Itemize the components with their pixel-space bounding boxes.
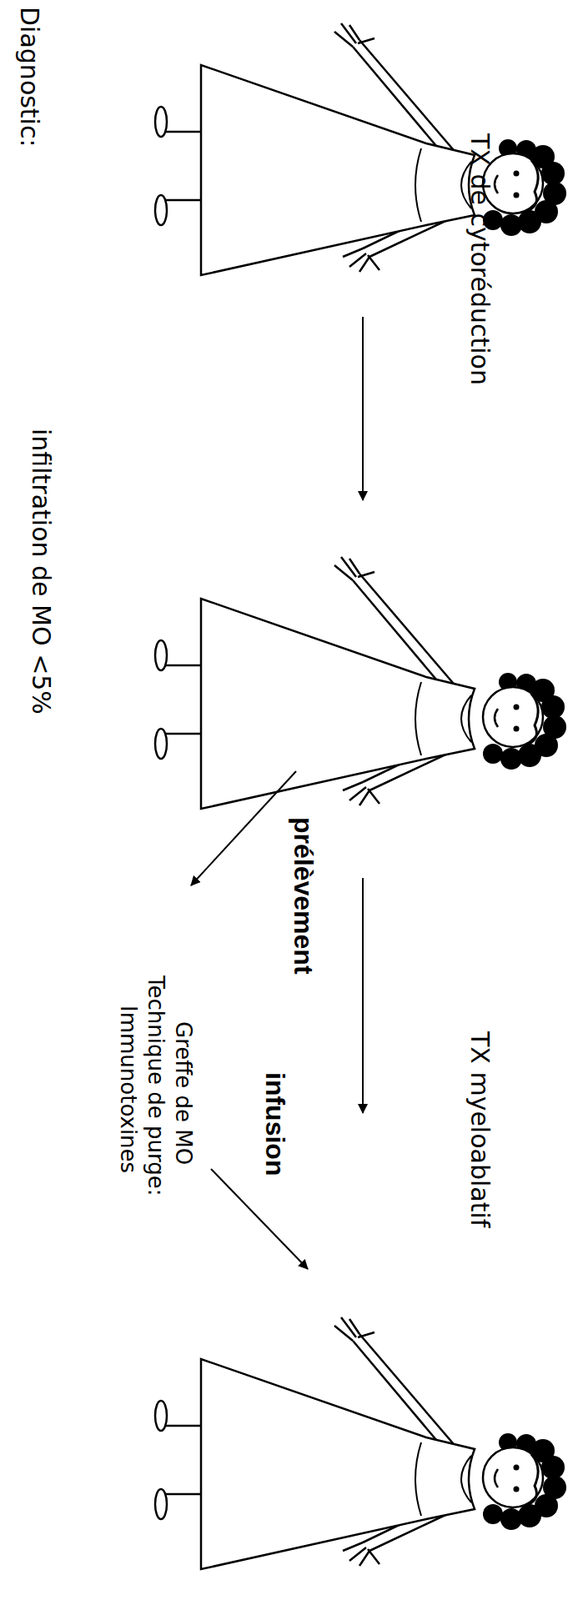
patient-figure xyxy=(155,557,567,810)
step-label: prélèvement xyxy=(288,817,319,976)
arrow xyxy=(191,771,297,886)
diagnosis-label: Diagnostic: xyxy=(14,6,45,148)
arrow xyxy=(361,316,364,501)
note-label: Immunotoxines xyxy=(115,1005,141,1174)
arrow xyxy=(361,878,364,1114)
treatment-label: TX de cytoréduction xyxy=(464,133,495,386)
diagnosis-note: infiltration de MO <5% xyxy=(25,428,56,715)
step-label: infusion xyxy=(260,1072,291,1177)
arrow xyxy=(211,1169,308,1270)
patient-figure xyxy=(155,1317,567,1570)
patient-figure xyxy=(155,23,567,276)
note-label: Technique de purge: xyxy=(143,975,169,1197)
treatment-label: TX myeloablatif xyxy=(464,1031,495,1228)
note-label: Greffe de MO xyxy=(170,1021,197,1166)
